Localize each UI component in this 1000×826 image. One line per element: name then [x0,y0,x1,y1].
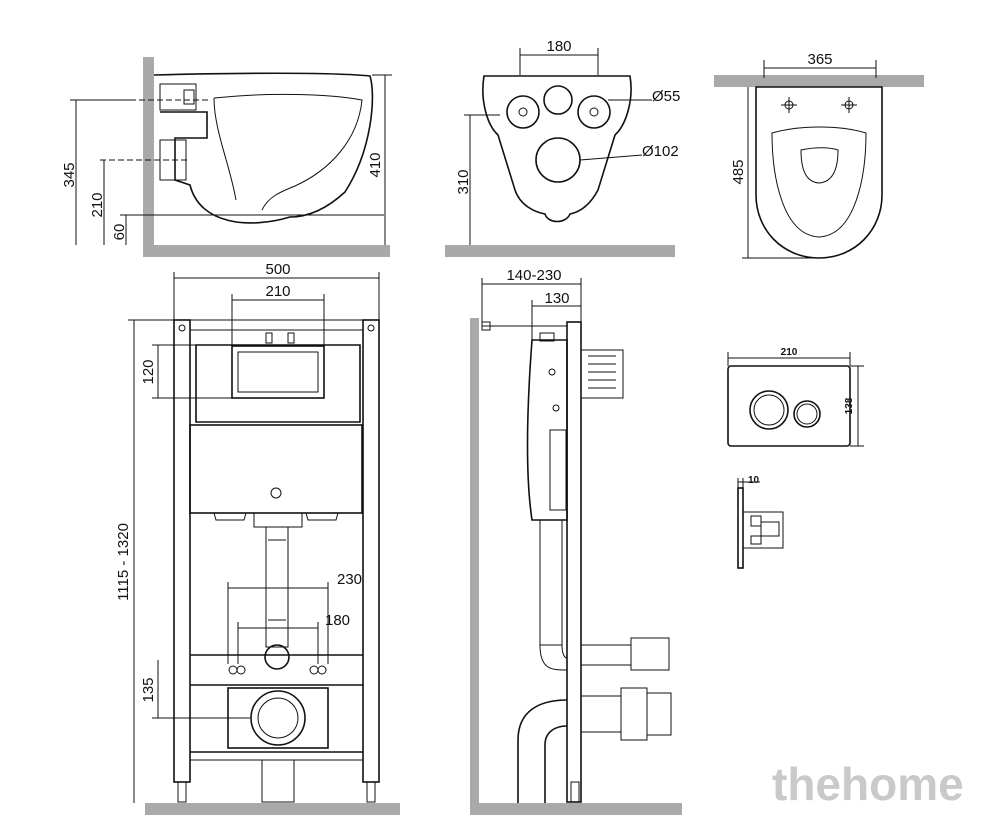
wall-section [143,57,154,247]
dim-frame-height: 1115 - 1320 [115,523,132,601]
dim-stud-inner: 180 [325,612,350,629]
flush-plate-side: 10 [737,475,784,569]
dim-outlet-height: 210 [89,192,106,217]
bowl-top-view: 365 485 [714,51,924,259]
flush-plate-front: 210 138 [727,347,864,447]
dim-top-width: 365 [807,51,832,68]
floor-section [143,245,390,257]
dim-plate-width: 210 [781,347,798,358]
dim-mount-spacing: 180 [546,38,571,55]
dim-outlet-diameter: Ø102 [642,143,679,160]
dim-depth-range: 140-230 [506,267,561,284]
bowl-back-view: 180 Ø55 Ø102 310 [445,38,680,257]
dim-frame-width: 500 [265,261,290,278]
dim-total-height: 345 [61,162,78,187]
dim-plate-thickness: 10 [748,475,760,486]
dim-frame-outlet: 135 [140,677,157,702]
dim-tank-width: 210 [265,283,290,300]
dim-bowl-height: 410 [367,152,384,177]
dim-plate-height: 138 [844,397,855,414]
dim-top-length: 485 [730,159,747,184]
floor-section [445,245,675,257]
dim-outlet-height-back: 310 [455,169,472,194]
dim-floor-gap: 60 [111,224,128,241]
wall-section [470,318,479,808]
floor-section [145,803,400,815]
watermark: thehome [772,758,964,810]
bowl-side-view: 345 210 60 410 [61,57,392,257]
wall-section [714,75,924,87]
dim-stud-outer: 230 [337,571,362,588]
dim-tank-top: 120 [140,359,157,384]
dim-inlet-diameter: Ø55 [652,88,680,105]
dim-depth: 130 [544,290,569,307]
frame-side-view: 140-230 130 [470,267,682,815]
frame-front-view: 500 210 120 1115 - 1320 230 180 135 [115,261,400,815]
floor-section [470,803,682,815]
